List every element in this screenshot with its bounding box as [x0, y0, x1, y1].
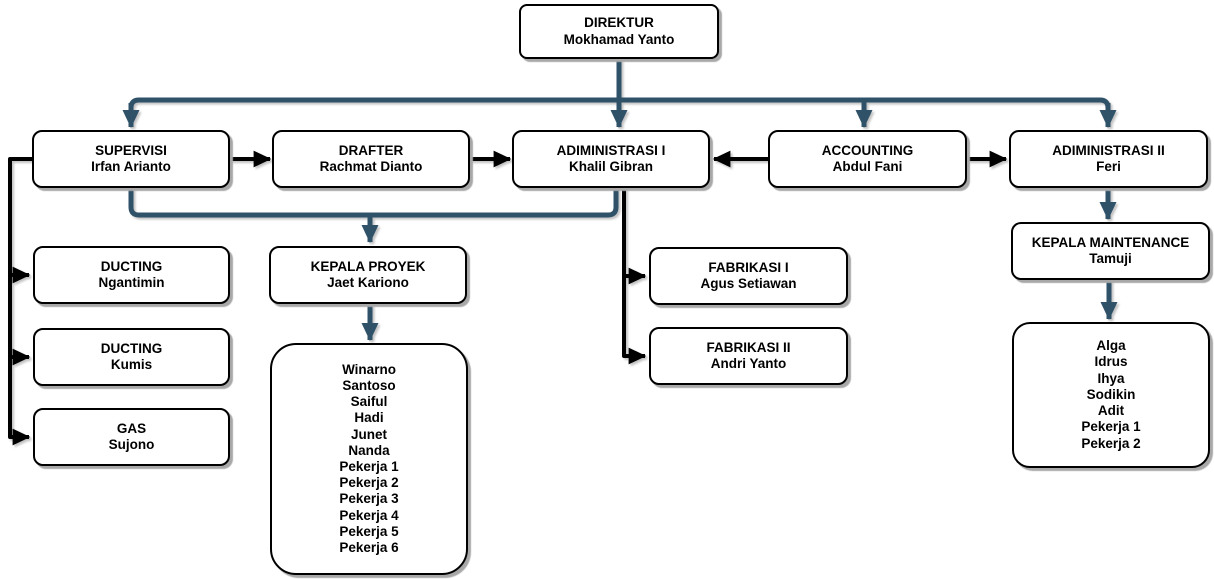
connector-administrasi1-rail-to-fabrikasi2	[622, 188, 647, 365]
node-person-name: Tamuji	[1089, 251, 1132, 266]
org-node-ducting-kumis: DUCTING Kumis	[33, 328, 230, 386]
team-member-name: Pekerja 4	[339, 507, 399, 523]
org-node-kepala-proyek: KEPALA PROYEK Jaet Kariono	[269, 246, 467, 304]
node-person-name: Feri	[1096, 159, 1121, 174]
node-person-name: Kumis	[110, 357, 153, 372]
team-member-name: Pekerja 2	[1081, 435, 1141, 451]
team-member-name: Alga	[1096, 338, 1126, 354]
node-title: DUCTING	[100, 258, 163, 274]
node-title: DRAFTER	[338, 142, 404, 158]
connector-mid-rail-supervisi-administrasi1	[128, 188, 619, 218]
node-title: FABRIKASI II	[706, 339, 791, 355]
team-member-name: Santoso	[342, 377, 396, 393]
node-title: DUCTING	[100, 340, 163, 356]
team-member-name: Winarno	[342, 361, 396, 377]
team-member-name: Pekerja 1	[1081, 419, 1141, 435]
team-member-name: Pekerja 2	[339, 475, 399, 491]
node-title: SUPERVISI	[95, 142, 167, 158]
node-title: KEPALA MAINTENANCE	[1031, 234, 1190, 250]
node-person-name: Agus Setiawan	[700, 276, 797, 291]
node-person-name: Abdul Fani	[832, 159, 903, 174]
team-member-name: Junet	[350, 426, 387, 442]
team-member-name: Idrus	[1094, 354, 1128, 370]
org-node-kepala-maintenance: KEPALA MAINTENANCE Tamuji	[1011, 222, 1210, 280]
connector-supervisi-left-rail-to-gas	[8, 157, 32, 446]
org-node-gas: GAS Sujono	[33, 408, 230, 466]
node-title: ACCOUNTING	[821, 142, 914, 158]
team-member-name: Ihya	[1097, 370, 1125, 386]
node-person-name: Mokhamad Yanto	[563, 31, 675, 47]
org-node-administrasi-2: ADIMINISTRASI II Feri	[1009, 130, 1208, 188]
team-member-name: Pekerja 5	[339, 523, 399, 539]
node-title: KEPALA PROYEK	[310, 258, 426, 274]
node-person-name: Andri Yanto	[710, 356, 787, 371]
team-member-name: Adit	[1097, 403, 1125, 419]
node-title: FABRIKASI I	[708, 259, 789, 275]
team-member-name: Pekerja 1	[339, 459, 399, 474]
org-node-drafter: DRAFTER Rachmat Dianto	[272, 130, 470, 188]
org-node-supervisi: SUPERVISI Irfan Arianto	[32, 130, 230, 188]
org-node-direktur: DIREKTUR Mokhamad Yanto	[519, 4, 719, 59]
team-member-name: Saiful	[350, 394, 388, 410]
org-node-fabrikasi-2: FABRIKASI II Andri Yanto	[649, 327, 848, 385]
team-member-name: Pekerja 6	[339, 540, 399, 556]
node-person-name: Ngantimin	[98, 275, 165, 290]
node-person-name: Khalil Gibran	[568, 159, 653, 174]
node-title: DIREKTUR	[584, 15, 654, 30]
org-node-fabrikasi-1: FABRIKASI I Agus Setiawan	[649, 247, 848, 305]
team-member-name: Sodikin	[1086, 386, 1136, 402]
node-title: ADIMINISTRASI I	[556, 142, 666, 158]
team-member-name: Hadi	[354, 410, 384, 426]
node-person-name: Jaet Kariono	[327, 275, 409, 290]
node-person-name: Rachmat Dianto	[319, 159, 423, 174]
node-title: GAS	[116, 420, 147, 436]
team-member-name: Pekerja 3	[339, 491, 399, 507]
org-node-accounting: ACCOUNTING Abdul Fani	[768, 130, 967, 188]
team-member-name: Nanda	[348, 442, 390, 458]
org-node-administrasi-1: ADIMINISTRASI I Khalil Gibran	[512, 130, 710, 188]
node-title: ADIMINISTRASI II	[1052, 142, 1165, 158]
org-node-ducting-ngantimin: DUCTING Ngantimin	[33, 246, 230, 304]
node-person-name: Sujono	[108, 437, 155, 452]
node-person-name: Irfan Arianto	[91, 159, 171, 174]
